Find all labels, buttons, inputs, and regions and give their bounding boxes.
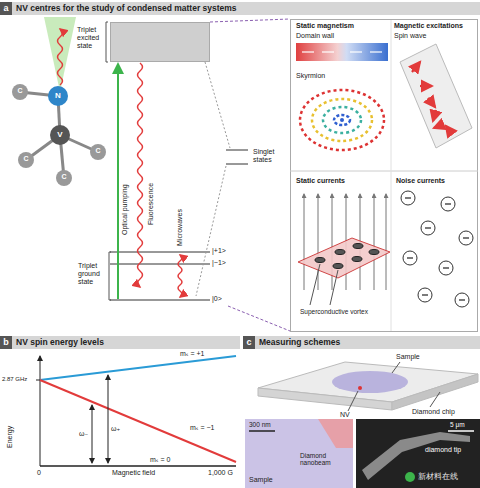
curve-label: mₛ = 0 <box>150 456 170 464</box>
axis-value: 0 <box>37 469 41 477</box>
part-label: Sample <box>396 353 420 361</box>
curve-label: mₛ = +1 <box>180 350 204 358</box>
energy-level-box: Triplet excited state <box>110 22 210 62</box>
section-heading: Magnetic excitations <box>394 22 463 30</box>
atom-label: C <box>92 147 104 155</box>
part-label: Sample <box>249 476 273 484</box>
axis-value: 1,000 G <box>208 469 233 477</box>
level-name: Singlet states <box>253 148 287 164</box>
curve-label: mₛ = −1 <box>190 424 214 432</box>
spin-state: |−1> <box>212 259 226 267</box>
transition-label: Fluorescence <box>147 183 155 225</box>
part-label: Diamond chip <box>412 408 455 416</box>
atom-label: C <box>20 155 32 163</box>
panel-title: NV centres for the study of condensed ma… <box>12 2 480 15</box>
axis-title: Magnetic field <box>112 469 155 477</box>
watermark: 新材料在线 <box>418 472 458 481</box>
section-subheading: Spin wave <box>394 32 426 40</box>
panel-header: Measuring schemes <box>255 336 480 349</box>
panel-letter: a <box>0 2 12 15</box>
transition-label: Microwaves <box>176 209 184 246</box>
panel-letter: c <box>243 336 255 349</box>
section-heading: Static currents <box>296 177 345 185</box>
section-heading: Static magnetism <box>296 22 354 30</box>
part-label: Superconductive vortex <box>300 308 368 315</box>
level-name: Triplet ground state <box>78 262 107 286</box>
frequency-label: ω₋ <box>79 430 88 438</box>
atom-label: C <box>58 173 70 181</box>
spin-state: |+1> <box>212 247 226 255</box>
atom-label: N <box>52 91 64 100</box>
section-subheading: Domain wall <box>296 32 334 40</box>
part-label: NV <box>340 411 350 419</box>
panel-header: NV centres for the study of condensed ma… <box>12 2 480 15</box>
axis-value: 2.87 GHz <box>2 376 27 383</box>
axis-title: Energy <box>6 426 14 448</box>
panel-header: NV spin energy levels <box>12 336 240 349</box>
transition-label: Optical pumping <box>121 184 129 235</box>
part-label: Diamond nanobeam <box>300 452 352 467</box>
atom-label: C <box>14 87 26 95</box>
panel-letter: b <box>0 336 12 349</box>
scale-bar-label: 5 μm <box>450 421 465 428</box>
level-name: Triplet excited state <box>77 26 106 50</box>
section-subheading: Skyrmion <box>296 72 325 80</box>
panel-title: NV spin energy levels <box>12 336 240 349</box>
frequency-label: ω₊ <box>111 425 120 433</box>
atom-label: V <box>54 130 66 139</box>
spin-state: |0> <box>212 295 222 303</box>
scale-bar-label: 300 nm <box>249 421 271 428</box>
panel-title: Measuring schemes <box>255 336 480 349</box>
part-label: diamond tip <box>425 446 461 454</box>
section-heading: Noise currents <box>396 177 445 185</box>
